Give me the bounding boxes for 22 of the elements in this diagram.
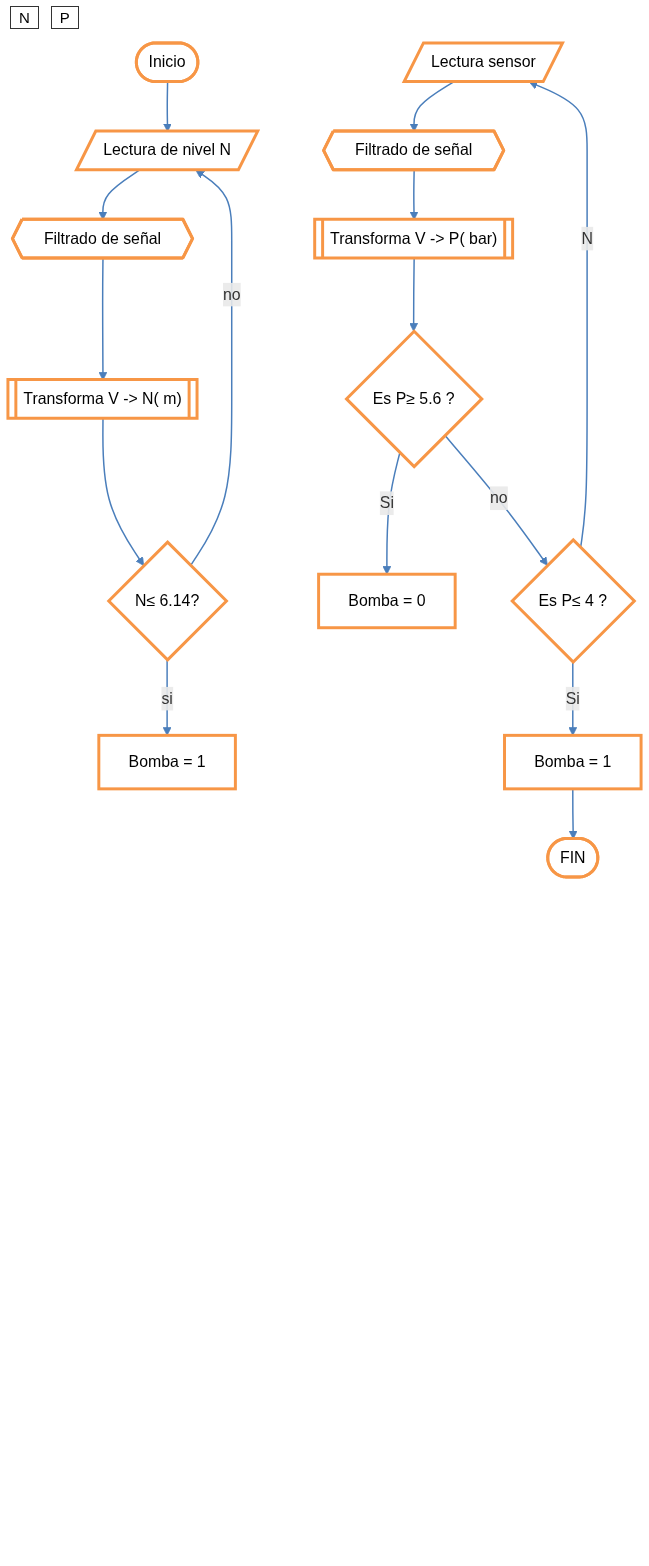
- note-label: P: [50, 6, 79, 29]
- arrow: [162, 659, 172, 736]
- node-box: Bomba = 1: [97, 733, 237, 791]
- edge-label: no: [490, 489, 508, 507]
- node-diamond: N≤ 6.14?: [106, 540, 229, 662]
- arrow: [102, 418, 145, 566]
- edge-label: Si: [379, 494, 394, 512]
- arrow: [409, 81, 455, 132]
- arrow: [409, 257, 418, 332]
- node-box: Bomba = 1: [503, 733, 643, 791]
- node-box: Bomba = 0: [317, 572, 457, 630]
- node-diamond: Es P≥ 5.6 ?: [344, 329, 484, 469]
- edge-label: N: [581, 229, 593, 247]
- arrow: [189, 169, 233, 567]
- arrow: [444, 434, 548, 566]
- arrow: [163, 81, 172, 132]
- edge-label: Si: [565, 689, 580, 707]
- edge-label: si: [161, 689, 173, 707]
- node-diamond: Es P≤ 4 ?: [510, 537, 637, 665]
- edge-label: no: [222, 285, 241, 303]
- note-label: N: [10, 6, 39, 29]
- arrow: [382, 452, 401, 575]
